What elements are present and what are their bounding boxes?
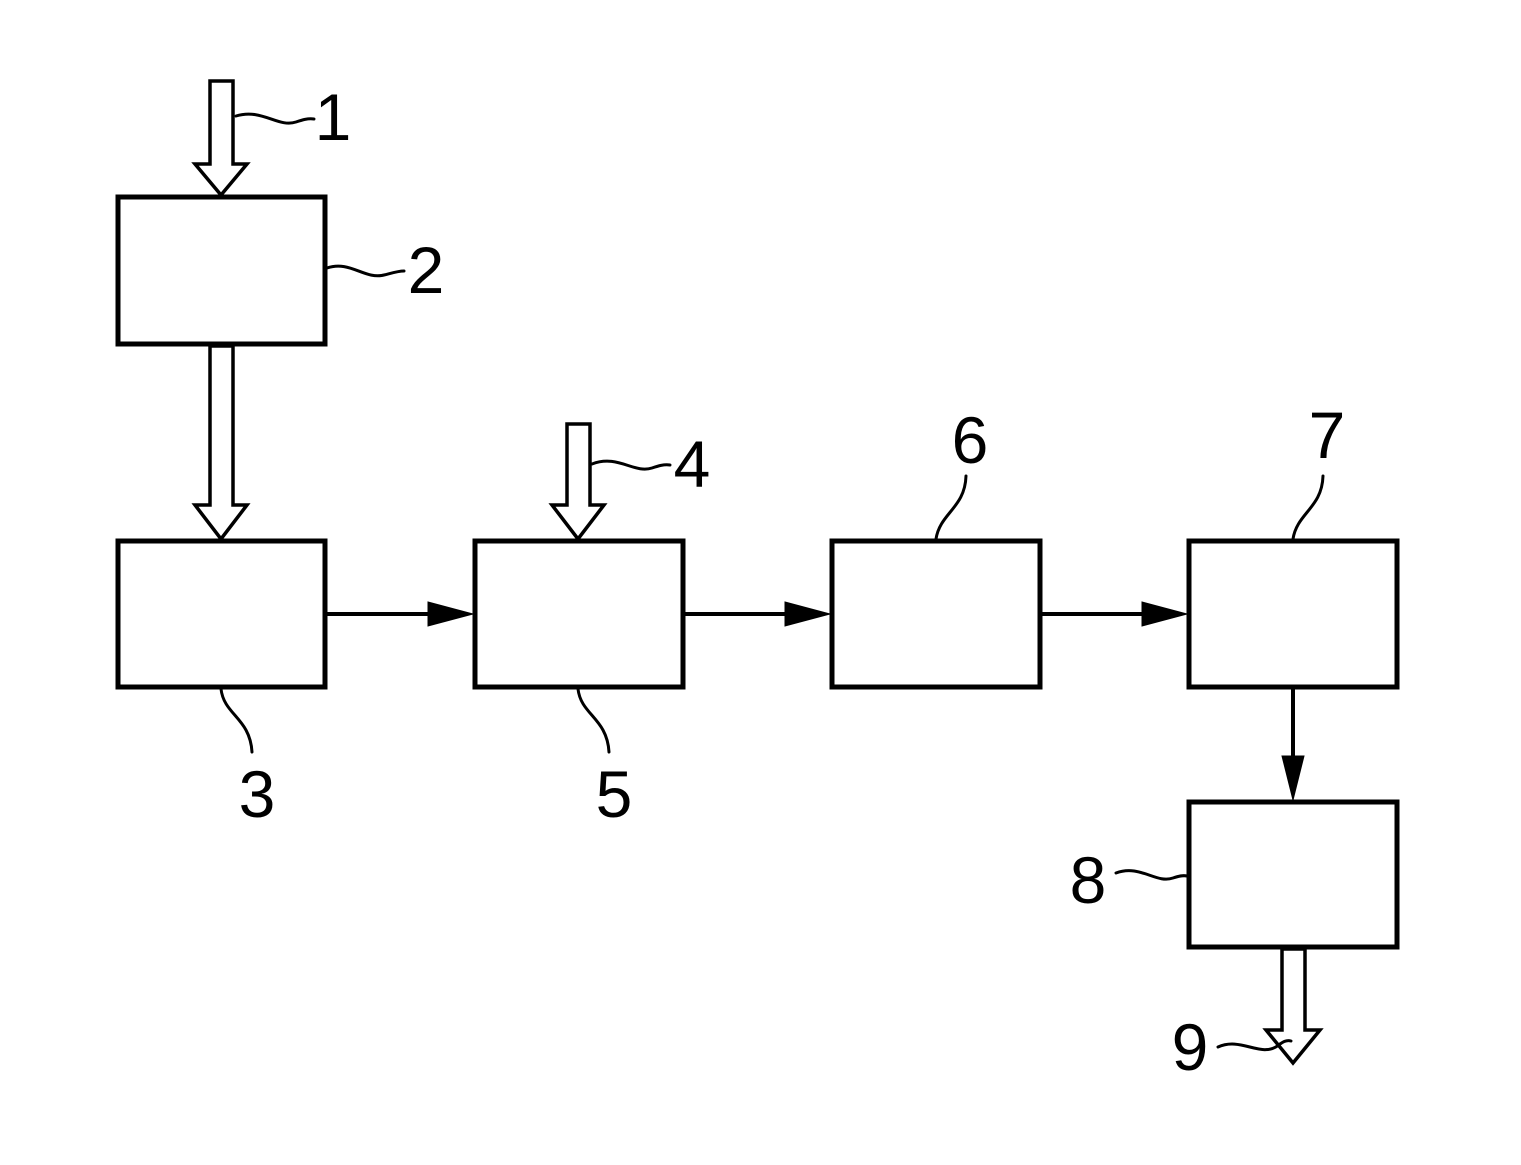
ref-label-4: 4 xyxy=(674,427,711,501)
flow-arrow-7-to-8 xyxy=(1282,689,1304,800)
ref-label-2: 2 xyxy=(408,233,445,307)
leader-line-4 xyxy=(592,461,670,469)
leader-line-5 xyxy=(578,689,609,752)
leader-line-7 xyxy=(1293,476,1323,539)
input-arrow-4 xyxy=(552,424,604,539)
block-5 xyxy=(475,541,683,687)
output-arrow-9 xyxy=(1266,949,1320,1063)
flow-arrow-6-to-7 xyxy=(1042,602,1187,626)
leader-line-8 xyxy=(1116,871,1187,880)
leader-line-2 xyxy=(327,266,404,276)
transfer-arrow-2-to-3 xyxy=(195,346,247,539)
ref-label-3: 3 xyxy=(239,757,276,831)
ref-label-5: 5 xyxy=(596,757,633,831)
ref-label-1: 1 xyxy=(315,80,352,154)
block-3 xyxy=(118,541,325,687)
ref-label-7: 7 xyxy=(1309,398,1346,472)
flow-arrow-3-to-5 xyxy=(327,602,473,626)
ref-label-9: 9 xyxy=(1172,1010,1209,1084)
leader-line-1 xyxy=(236,114,314,123)
block-6 xyxy=(832,541,1040,687)
block-2 xyxy=(118,197,325,344)
input-arrow-1 xyxy=(195,81,247,195)
leader-line-3 xyxy=(221,689,252,752)
ref-label-8: 8 xyxy=(1070,843,1107,917)
leader-line-6 xyxy=(936,476,966,539)
block-8 xyxy=(1189,802,1397,947)
flow-arrow-5-to-6 xyxy=(685,602,830,626)
block-7 xyxy=(1189,541,1397,687)
ref-label-6: 6 xyxy=(952,403,989,477)
